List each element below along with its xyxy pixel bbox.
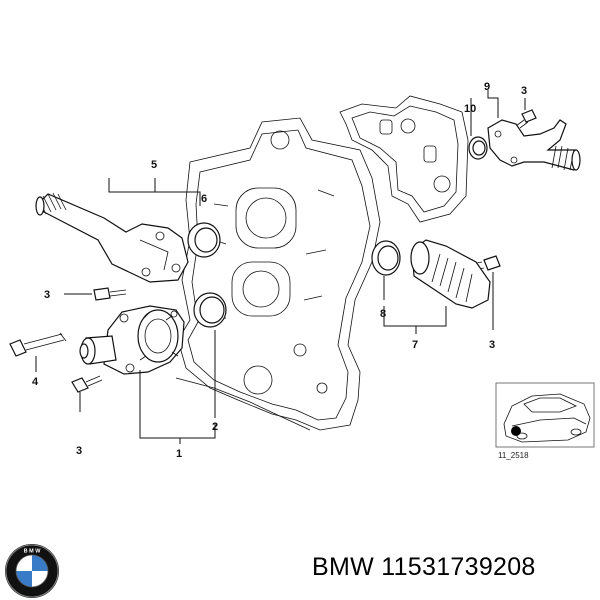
- water-outlet-pipe-upper: [35, 192, 189, 283]
- stud-bolt-4: [9, 332, 67, 357]
- bolt-3b-lower: [71, 375, 103, 393]
- reference-code: 11_2518: [498, 451, 529, 460]
- callout-3-left: 3: [44, 289, 50, 301]
- callout-3-right: 3: [489, 339, 495, 351]
- callout-3-top: 3: [521, 85, 527, 97]
- thermostat-housing-9: [487, 119, 581, 171]
- bmw-roundel-icon: B M W: [5, 544, 59, 598]
- hose-ribs-icon: [37, 192, 67, 215]
- gasket-ring-6: [187, 222, 221, 258]
- engine-timing-cover: [175, 117, 381, 431]
- water-pump: [79, 305, 185, 375]
- callout-3-bottom: 3: [76, 445, 82, 457]
- water-neck-7: [410, 239, 491, 309]
- callout-4: 4: [32, 376, 39, 388]
- o-ring-2: [193, 292, 227, 328]
- cylinder-head: [339, 95, 469, 223]
- callout-1: 1: [176, 448, 182, 460]
- car-silhouette-icon: [503, 393, 591, 443]
- callout-6: 6: [201, 193, 207, 205]
- hose-ribs-icon: [431, 253, 473, 303]
- o-ring-10: [468, 136, 488, 160]
- svg-text:B M W: B M W: [24, 549, 42, 555]
- leader-lines: [35, 90, 526, 444]
- reference-inset: [495, 382, 595, 448]
- callout-2: 2: [212, 421, 218, 433]
- seal-ring-8: [371, 240, 401, 276]
- part-number-text: BMW 11531739208: [312, 553, 536, 581]
- callout-9: 9: [484, 81, 490, 93]
- callout-10: 10: [464, 103, 476, 115]
- location-marker-icon: [511, 426, 521, 436]
- callout-labels: 5 6 3 4 3 1 2 8 7 3 9 10 3: [32, 81, 527, 460]
- bolt-3d-top: [515, 109, 537, 129]
- callout-8: 8: [380, 308, 386, 320]
- callout-5: 5: [151, 159, 157, 171]
- callout-7: 7: [412, 339, 418, 351]
- bolt-3a-left: [93, 287, 127, 301]
